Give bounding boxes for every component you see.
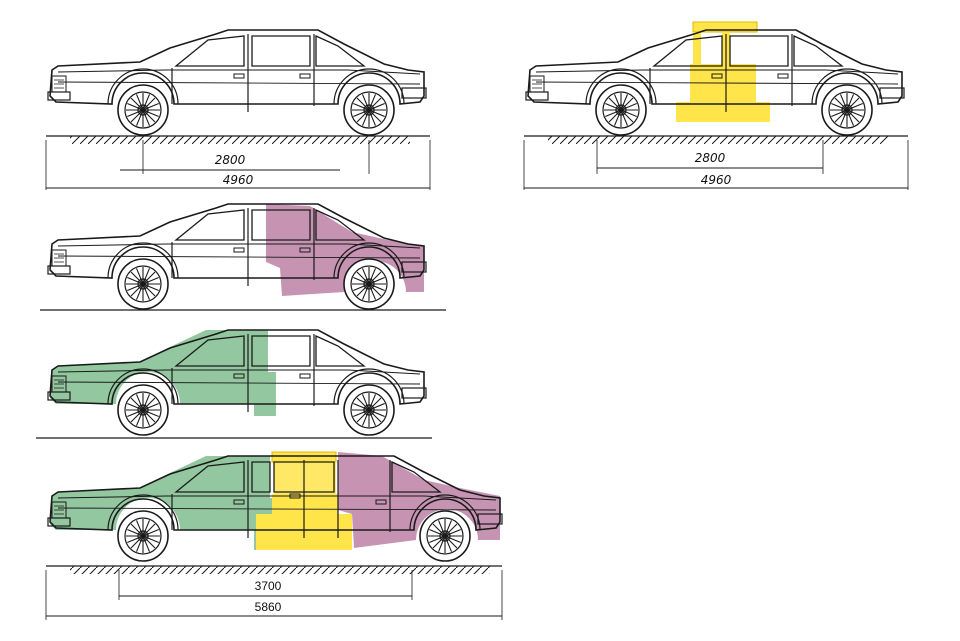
rear-section-highlight (266, 204, 424, 296)
rear-section-drawing (40, 204, 446, 311)
middle-insert-section (676, 21, 770, 122)
length-label: 4960 (701, 173, 732, 187)
front-section-highlight (50, 330, 276, 416)
wheelbase-label: 2800 (695, 151, 726, 165)
length-label: 4960 (223, 173, 254, 187)
original-sedan-drawing: 2800 4960 (45, 30, 431, 190)
rear-section-highlight (338, 452, 500, 548)
limousine-drawing: 3700 5860 (45, 451, 503, 620)
ground-hatch (548, 136, 888, 144)
length-label: 5860 (255, 600, 282, 614)
wheelbase-label: 2800 (215, 153, 246, 167)
wheelbase-label: 3700 (255, 579, 282, 593)
ground-hatch (70, 136, 410, 144)
ground-hatch (70, 566, 490, 574)
sedan-with-insert-drawing: 2800 4960 (523, 21, 909, 190)
front-section-drawing (36, 330, 432, 439)
front-section-highlight (50, 456, 274, 550)
